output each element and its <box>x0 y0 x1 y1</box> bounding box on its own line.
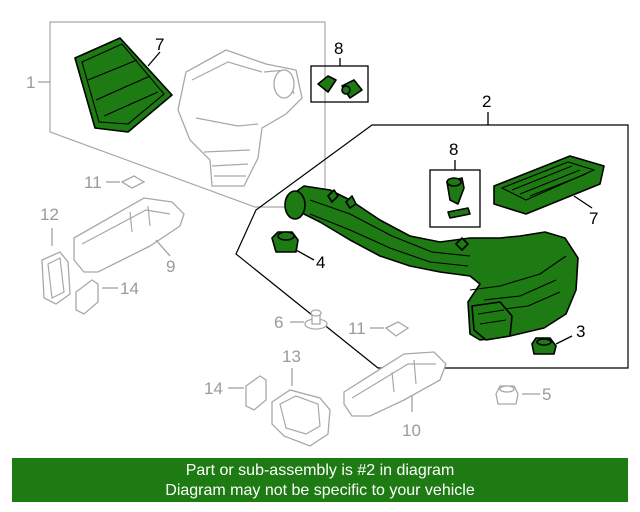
callout-11b[interactable]: 11 <box>348 319 366 338</box>
callout-14a[interactable]: 14 <box>120 279 139 298</box>
assembly-2-outline <box>235 124 629 369</box>
callout-7b[interactable]: 7 <box>589 209 598 228</box>
gasket-14b <box>245 375 267 411</box>
callout-11a[interactable]: 11 <box>84 173 102 192</box>
parts-diagram: 1 7 8 <box>26 21 629 447</box>
callout-1[interactable]: 1 <box>26 73 35 92</box>
callout-2[interactable]: 2 <box>482 92 491 111</box>
callout-3[interactable]: 3 <box>576 322 585 341</box>
callout-4[interactable]: 4 <box>316 253 325 272</box>
assembly-2-group: 2 8 <box>235 92 629 369</box>
air-filter-element-7a[interactable] <box>74 37 173 133</box>
clip-set-8a[interactable] <box>317 75 363 99</box>
assembly-1-group: 1 7 8 <box>26 21 369 208</box>
callout-10[interactable]: 10 <box>402 421 421 440</box>
callout-8a[interactable]: 8 <box>334 39 343 58</box>
callout-9[interactable]: 9 <box>166 257 175 276</box>
label-11b <box>384 321 410 337</box>
grommet-4[interactable] <box>271 231 299 253</box>
grommet-5 <box>495 385 519 405</box>
info-banner: Part or sub-assembly is #2 in diagram Di… <box>12 458 628 502</box>
grommet-3[interactable] <box>531 337 557 355</box>
air-cleaner-housing <box>177 49 303 187</box>
callout-5[interactable]: 5 <box>542 385 551 404</box>
duct-9 <box>73 197 185 273</box>
clip-set-8b[interactable] <box>446 177 471 219</box>
duct-10 <box>343 351 447 417</box>
banner-line-2: Diagram may not be specific to your vehi… <box>165 482 475 499</box>
callout-13[interactable]: 13 <box>282 347 301 366</box>
callout-12[interactable]: 12 <box>40 205 59 224</box>
label-11a <box>120 175 146 189</box>
gasket-14a <box>75 279 99 315</box>
air-intake-assembly-2[interactable] <box>284 185 579 341</box>
callout-14b[interactable]: 14 <box>204 379 223 398</box>
callout-6[interactable]: 6 <box>274 313 283 332</box>
banner-line-1: Part or sub-assembly is #2 in diagram <box>185 462 455 479</box>
air-filter-element-7b[interactable] <box>493 155 605 215</box>
seal-12 <box>41 251 71 305</box>
pushpin-6 <box>304 309 328 330</box>
seal-13 <box>271 389 331 447</box>
callout-8b[interactable]: 8 <box>449 140 458 159</box>
callout-7a[interactable]: 7 <box>155 35 164 54</box>
